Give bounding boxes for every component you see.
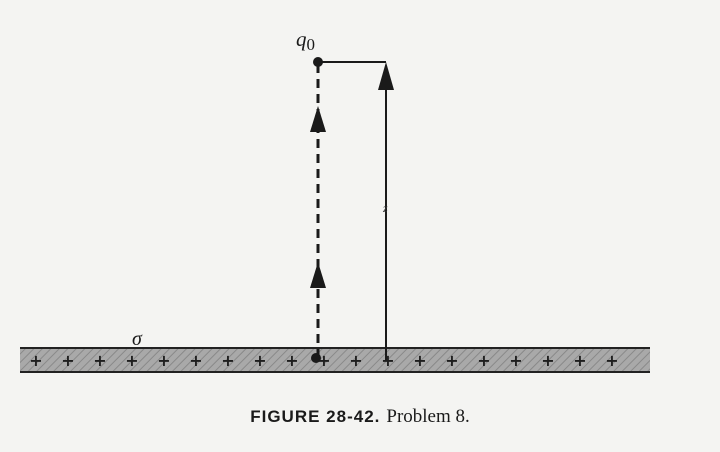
plus-sign: + xyxy=(189,351,202,370)
plus-sign: + xyxy=(285,351,298,370)
sheet-symbol: σ xyxy=(132,328,143,350)
figure-number: FIGURE 28-42. xyxy=(250,407,381,426)
plus-sign: + xyxy=(93,351,106,370)
lower-arrowhead xyxy=(310,262,326,288)
distance-label: z xyxy=(382,201,388,215)
plus-sign: + xyxy=(317,351,330,370)
plus-sign: + xyxy=(445,351,458,370)
charge-label: q0 xyxy=(296,27,315,54)
charged-sheet: + + + + + + + + + + + + + + + + + + + xyxy=(20,347,650,373)
plus-sign: + xyxy=(541,351,554,370)
sheet-plus-signs: + + + + + + + + + + + + + + + + + + + xyxy=(29,351,618,370)
figure-caption: FIGURE 28-42. Problem 8. xyxy=(0,406,720,428)
charge-path xyxy=(310,64,326,356)
plus-sign: + xyxy=(413,351,426,370)
upper-arrowhead xyxy=(310,106,326,132)
distance-indicator xyxy=(318,61,394,360)
plus-sign: + xyxy=(61,351,74,370)
plus-sign: + xyxy=(349,351,362,370)
start-point xyxy=(311,353,321,363)
figure-caption-text: Problem 8. xyxy=(386,406,470,427)
plus-sign: + xyxy=(605,351,618,370)
plus-sign: + xyxy=(509,351,522,370)
plus-sign: + xyxy=(29,351,42,370)
plus-sign: + xyxy=(381,351,394,370)
plus-sign: + xyxy=(253,351,266,370)
plus-sign: + xyxy=(573,351,586,370)
plus-sign: + xyxy=(157,351,170,370)
plus-sign: + xyxy=(221,351,234,370)
plus-sign: + xyxy=(477,351,490,370)
distance-arrowhead xyxy=(378,62,394,90)
plus-sign: + xyxy=(125,351,138,370)
